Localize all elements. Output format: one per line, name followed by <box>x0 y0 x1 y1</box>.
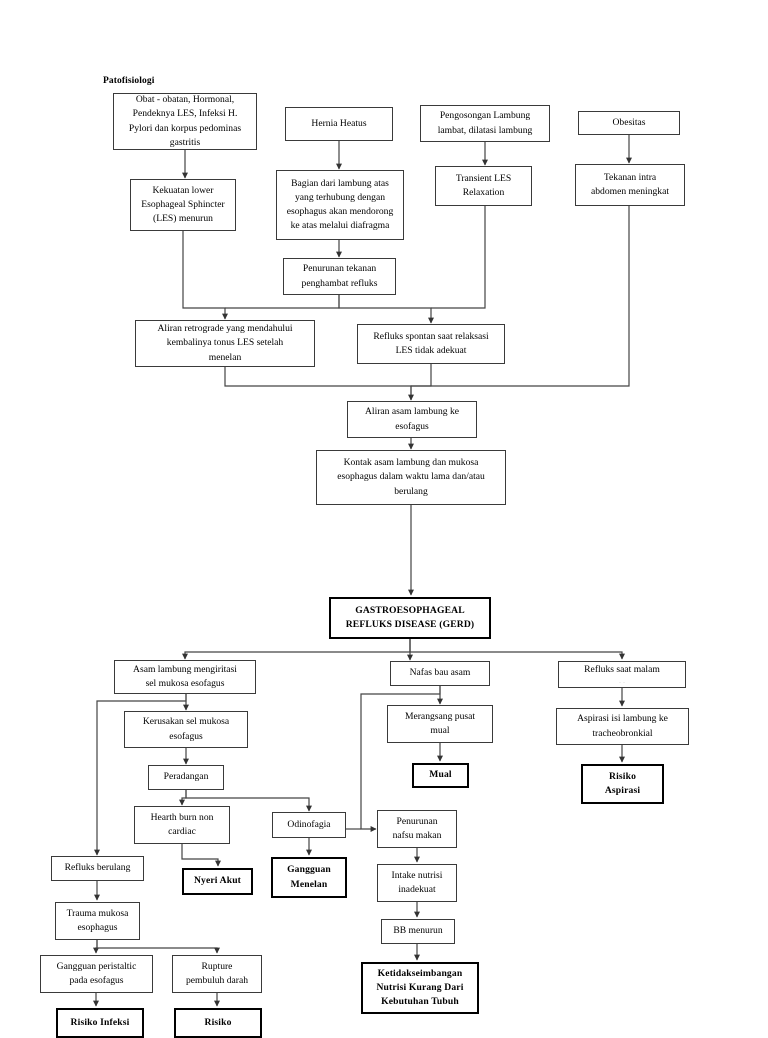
node-refluks_spontan: Refluks spontan saat relaksasi LES tidak… <box>357 324 505 364</box>
node-asam_iritasi: Asam lambung mengiritasi sel mukosa esof… <box>114 660 256 694</box>
node-label-refluks_spontan: Refluks spontan saat relaksasi LES tidak… <box>373 330 489 356</box>
node-label-refluks_berulang: Refluks berulang <box>64 862 131 874</box>
node-label-risiko_infeksi: Risiko Infeksi <box>70 1016 130 1028</box>
node-bb_menurun: BB menurun <box>381 919 455 944</box>
node-risiko_infeksi: Risiko Infeksi <box>56 1008 144 1038</box>
node-gangguan_menelan: Gangguan Menelan <box>271 857 347 898</box>
node-label-penurunan_nafsu: Penurunan nafsu makan <box>392 815 442 841</box>
node-penurunan_nafsu: Penurunan nafsu makan <box>377 810 457 848</box>
node-sublabel-refluks_malam: . . <box>619 676 625 686</box>
node-label-kekuatan: Kekuatan lower Esophageal Sphincter (LES… <box>141 184 225 225</box>
node-label-merangsang: Merangsang pusat mual <box>404 710 476 736</box>
node-label-kerusakan: Kerusakan sel mukosa esofagus <box>142 716 230 742</box>
node-label-risiko_bottom: Risiko <box>204 1016 232 1028</box>
node-gerd: GASTROESOPHAGEAL REFLUKS DISEASE (GERD) <box>329 597 491 639</box>
node-label-kontak: Kontak asam lambung dan mukosa esophagus… <box>337 457 485 497</box>
node-kekuatan: Kekuatan lower Esophageal Sphincter (LES… <box>130 179 236 231</box>
node-merangsang: Merangsang pusat mual <box>387 705 493 743</box>
node-aliran_retro: Aliran retrograde yang mendahului kembal… <box>135 320 315 367</box>
node-label-odinofagia: Odinofagia <box>287 818 331 830</box>
node-intake: Intake nutrisi inadekuat <box>377 864 457 902</box>
node-label-intake: Intake nutrisi inadekuat <box>391 869 443 895</box>
node-tekanan: Tekanan intra abdomen meningkat <box>575 164 685 206</box>
node-transient: Transient LES Relaxation <box>435 166 532 206</box>
node-label-bagian: Bagian dari lambung atas yang terhubung … <box>286 177 394 232</box>
node-label-gangguan_menelan: Gangguan Menelan <box>287 864 331 890</box>
node-mual: Mual <box>412 763 469 788</box>
node-nafas: Nafas bau asam <box>390 661 490 686</box>
node-label-obat: Obat - obatan, Hormonal, Pendeknya LES, … <box>128 94 242 148</box>
node-label-hernia: Hernia Heatus <box>311 117 367 129</box>
node-label-risiko_aspirasi: Risiko Aspirasi <box>604 770 641 796</box>
node-label-hearth: Hearth burn non cardiac <box>150 811 214 837</box>
node-kontak: Kontak asam lambung dan mukosa esophagus… <box>316 450 506 505</box>
node-label-rupture: Rupture pembuluh darah <box>185 960 249 986</box>
node-label-peradangan: Peradangan <box>163 771 209 783</box>
node-label-mual: Mual <box>429 769 452 781</box>
node-bagian: Bagian dari lambung atas yang terhubung … <box>276 170 404 240</box>
node-nyeri_akut: Nyeri Akut <box>182 868 253 895</box>
node-label-aspirasi: Aspirasi isi lambung ke tracheobronkial <box>577 713 668 739</box>
node-kerusakan: Kerusakan sel mukosa esofagus <box>124 711 248 748</box>
node-label-penurunan_tekanan: Penurunan tekanan penghambat refluks <box>301 263 378 289</box>
node-peradangan: Peradangan <box>148 765 224 790</box>
node-label-nyeri_akut: Nyeri Akut <box>193 875 242 887</box>
node-label-gerd: GASTROESOPHAGEAL REFLUKS DISEASE (GERD) <box>345 604 475 630</box>
node-gangguan_peristaltic: Gangguan peristaltic pada esofagus <box>40 955 153 993</box>
node-label-refluks_malam: Refluks saat malam. . <box>562 663 682 686</box>
node-aspirasi: Aspirasi isi lambung ke tracheobronkial <box>556 708 689 745</box>
node-pengosongan: Pengosongan Lambung lambat, dilatasi lam… <box>420 105 550 142</box>
node-label-aliran_retro: Aliran retrograde yang mendahului kembal… <box>157 323 293 363</box>
node-refluks_berulang: Refluks berulang <box>51 856 144 881</box>
node-obesitas: Obesitas <box>578 111 680 135</box>
node-hernia: Hernia Heatus <box>285 107 393 141</box>
node-label-asam_iritasi: Asam lambung mengiritasi sel mukosa esof… <box>133 663 237 689</box>
node-odinofagia: Odinofagia <box>272 812 346 838</box>
node-label-nafas: Nafas bau asam <box>409 667 471 679</box>
node-label-tekanan: Tekanan intra abdomen meningkat <box>590 171 670 197</box>
node-hearth: Hearth burn non cardiac <box>134 806 230 844</box>
page-title: Patofisiologi <box>103 76 155 86</box>
node-label-ketidakseimbangan: Ketidakseimbangan Nutrisi Kurang Dari Ke… <box>376 967 464 1008</box>
node-label-gangguan_peristaltic: Gangguan peristaltic pada esofagus <box>56 960 137 986</box>
node-risiko_aspirasi: Risiko Aspirasi <box>581 764 664 804</box>
node-label-transient: Transient LES Relaxation <box>455 172 512 198</box>
node-aliran_asam: Aliran asam lambung ke esofagus <box>347 401 477 438</box>
node-label-pengosongan: Pengosongan Lambung lambat, dilatasi lam… <box>437 110 533 136</box>
node-label-obesitas: Obesitas <box>612 116 646 128</box>
node-ketidakseimbangan: Ketidakseimbangan Nutrisi Kurang Dari Ke… <box>361 962 479 1014</box>
node-penurunan_tekanan: Penurunan tekanan penghambat refluks <box>283 258 396 295</box>
node-label-aliran_asam: Aliran asam lambung ke esofagus <box>364 406 460 432</box>
node-refluks_malam: Refluks saat malam. . <box>558 661 686 688</box>
node-label-trauma: Trauma mukosa esophagus <box>66 907 129 933</box>
node-rupture: Rupture pembuluh darah <box>172 955 262 993</box>
node-label-bb_menurun: BB menurun <box>393 925 443 937</box>
node-trauma: Trauma mukosa esophagus <box>55 902 140 940</box>
node-risiko_bottom: Risiko <box>174 1008 262 1038</box>
node-obat: Obat - obatan, Hormonal, Pendeknya LES, … <box>113 93 257 150</box>
